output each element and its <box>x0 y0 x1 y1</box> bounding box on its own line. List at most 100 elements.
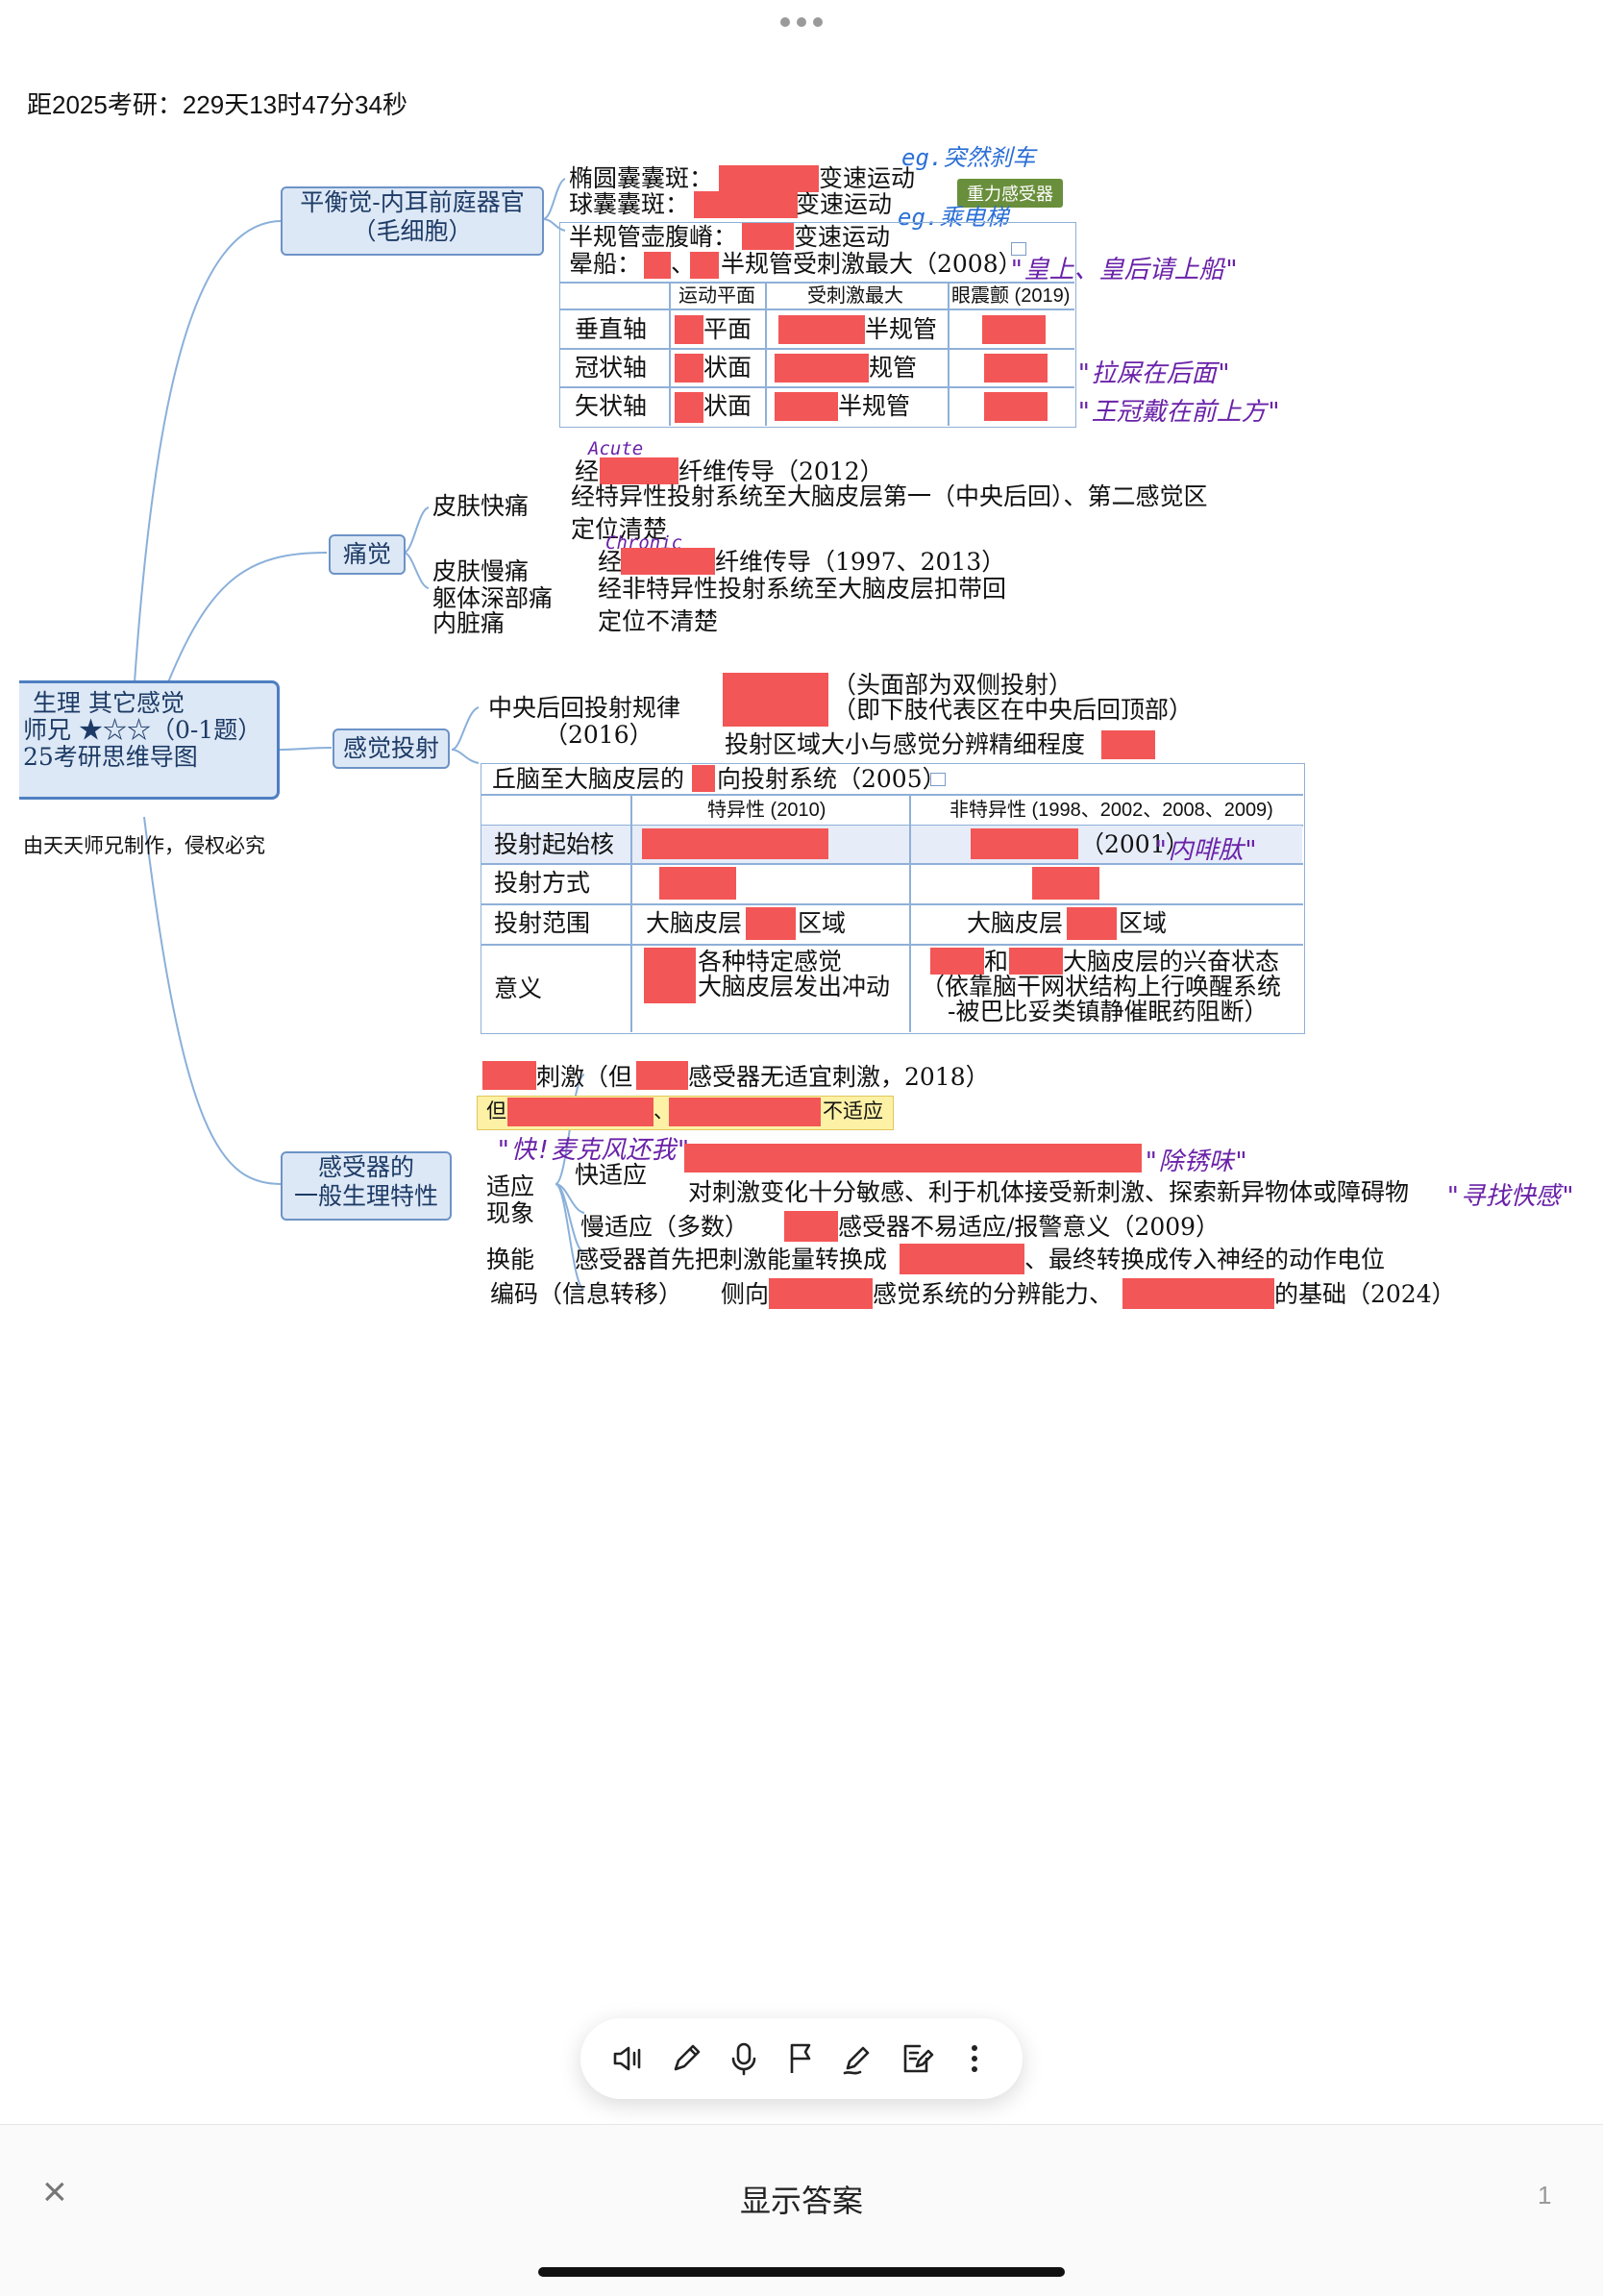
pain-node[interactable]: 痛觉 <box>329 534 406 575</box>
receptor-node-line2: 一般生理特性 <box>293 1182 438 1210</box>
redacted[interactable] <box>719 165 819 192</box>
adequate-stimulus-a: 刺激（但 <box>536 1063 633 1091</box>
seasick-desc: 半规管受刺激最大（2008） <box>721 250 1023 278</box>
redacted[interactable] <box>1101 730 1155 759</box>
annotation-acute: Acute <box>588 438 644 459</box>
redacted[interactable] <box>900 1244 1024 1274</box>
redacted[interactable] <box>621 548 715 575</box>
speaker-icon[interactable] <box>607 2037 650 2080</box>
redacted[interactable] <box>692 765 715 792</box>
redacted[interactable] <box>769 1278 873 1309</box>
redacted[interactable] <box>684 1144 1142 1173</box>
canal-coronal: 规管 <box>869 354 918 382</box>
fast-pain-fiber-a: 经 <box>575 457 600 485</box>
redacted[interactable] <box>482 1061 536 1090</box>
transduction-a: 感受器首先把刺激能量转换成 <box>575 1246 888 1273</box>
redacted[interactable] <box>675 354 703 383</box>
saccule-label: 球囊囊斑： <box>569 190 690 218</box>
redacted[interactable] <box>1032 867 1099 900</box>
annotation-rust: "除锈味" <box>1144 1148 1249 1176</box>
annotation-behind: "拉屎在后面" <box>1076 359 1232 388</box>
redacted[interactable] <box>600 457 678 484</box>
range-specific-a: 大脑皮层 <box>646 909 743 937</box>
canal-table <box>559 222 1076 428</box>
window-handle[interactable] <box>780 17 823 27</box>
redacted[interactable] <box>930 948 984 975</box>
fast-pain-fiber-b: 纤维传导（2012） <box>678 457 884 485</box>
pen-icon[interactable] <box>838 2037 880 2080</box>
edit-note-icon[interactable] <box>896 2037 938 2080</box>
annotation-seek: "寻找快感" <box>1445 1182 1576 1211</box>
receptor-node[interactable]: 感受器的 一般生理特性 <box>281 1151 452 1221</box>
redacted[interactable] <box>984 392 1048 421</box>
redacted[interactable] <box>675 315 703 344</box>
redacted[interactable] <box>690 252 719 279</box>
sig-nonspecific-and: 和 <box>984 948 1009 975</box>
table-title-b: 向投射系统（2005） <box>717 765 947 793</box>
redacted[interactable] <box>675 392 703 423</box>
redacted[interactable] <box>507 1098 654 1126</box>
coding-b: 感觉系统的分辨能力、 <box>873 1280 1114 1308</box>
credit-text: 由天天师兄制作，侵权必究 <box>23 835 265 857</box>
note-icon[interactable] <box>1011 242 1026 256</box>
balance-node[interactable]: 平衡觉-内耳前庭器官 （毛细胞） <box>281 186 544 256</box>
col-nystagmus: 眼震颤 (2019) <box>951 285 1071 307</box>
redacted[interactable] <box>984 354 1048 383</box>
redacted[interactable] <box>669 1098 821 1126</box>
slow-adaptation: 慢适应（多数） <box>580 1213 750 1241</box>
sig-nonspecific-3: -被巴比妥类镇静催眠药阻断） <box>948 998 1269 1025</box>
redacted[interactable] <box>644 252 671 279</box>
redacted[interactable] <box>1122 1278 1274 1309</box>
redacted[interactable] <box>784 1211 838 1242</box>
canal-vertical: 半规管 <box>865 315 938 343</box>
col-specific: 特异性 (2010) <box>707 800 826 821</box>
redacted[interactable] <box>723 673 828 727</box>
redacted[interactable] <box>778 315 865 344</box>
rule-area-size: 投射区域大小与感觉分辨精细程度 <box>725 730 1086 758</box>
close-icon[interactable]: × <box>42 2168 67 2215</box>
pencil-icon[interactable] <box>665 2037 707 2080</box>
axis-coronal: 冠状轴 <box>575 354 648 382</box>
redacted[interactable] <box>775 354 869 383</box>
transduction-b: 、最终转换成传入神经的动作电位 <box>1024 1246 1386 1273</box>
note-icon[interactable] <box>930 773 946 786</box>
redacted[interactable] <box>636 1061 688 1090</box>
row-significance: 意义 <box>494 975 543 1002</box>
redacted[interactable] <box>1067 907 1117 940</box>
coding-c: 的基础（2024） <box>1274 1280 1456 1308</box>
plane-sagittal: 状面 <box>703 392 752 420</box>
redacted[interactable] <box>982 315 1046 344</box>
annotation-eg-elevator: eg.乘电梯 <box>898 204 1009 231</box>
redacted[interactable] <box>746 907 796 940</box>
transduction-label: 换能 <box>486 1246 535 1273</box>
redacted[interactable] <box>971 828 1078 859</box>
redacted[interactable] <box>1009 948 1063 975</box>
gravity-receptor-tag: 重力感受器 <box>957 179 1063 208</box>
home-indicator[interactable] <box>538 2267 1065 2277</box>
slow-pain-label-1: 皮肤慢痛 <box>432 557 530 585</box>
projection-table <box>481 763 1305 1034</box>
redacted[interactable] <box>694 191 798 218</box>
redacted[interactable] <box>642 828 828 859</box>
annotation-toolbar <box>580 2018 1023 2099</box>
flag-icon[interactable] <box>780 2037 823 2080</box>
ns-origin-year: （2001） <box>1080 830 1190 858</box>
exam-countdown: 距2025考研：229天13时47分34秒 <box>27 90 407 119</box>
show-answer-button[interactable]: 显示答案 <box>739 2184 863 2218</box>
root-title: 生理 其它感觉 <box>33 689 185 717</box>
redacted[interactable] <box>775 392 838 421</box>
redacted[interactable] <box>742 223 794 250</box>
more-icon[interactable] <box>953 2037 996 2080</box>
annotation-crown: "王冠戴在前上方" <box>1076 398 1282 427</box>
row-range: 投射范围 <box>494 909 591 937</box>
root-node[interactable]: 生理 其它感觉 师兄 ★☆☆（0-1题） 25考研思维导图 <box>19 680 280 800</box>
plane-coronal: 状面 <box>703 354 752 382</box>
redacted[interactable] <box>659 867 736 900</box>
root-subtitle: 师兄 ★☆☆（0-1题） <box>23 716 262 744</box>
projection-node[interactable]: 感觉投射 <box>333 728 450 769</box>
range-nonspecific-a: 大脑皮层 <box>967 909 1064 937</box>
microphone-icon[interactable] <box>723 2037 765 2080</box>
redacted[interactable] <box>644 948 696 1003</box>
sig-nonspecific-1: 大脑皮层的兴奋状态 <box>1063 948 1280 975</box>
axis-sagittal: 矢状轴 <box>575 392 648 420</box>
